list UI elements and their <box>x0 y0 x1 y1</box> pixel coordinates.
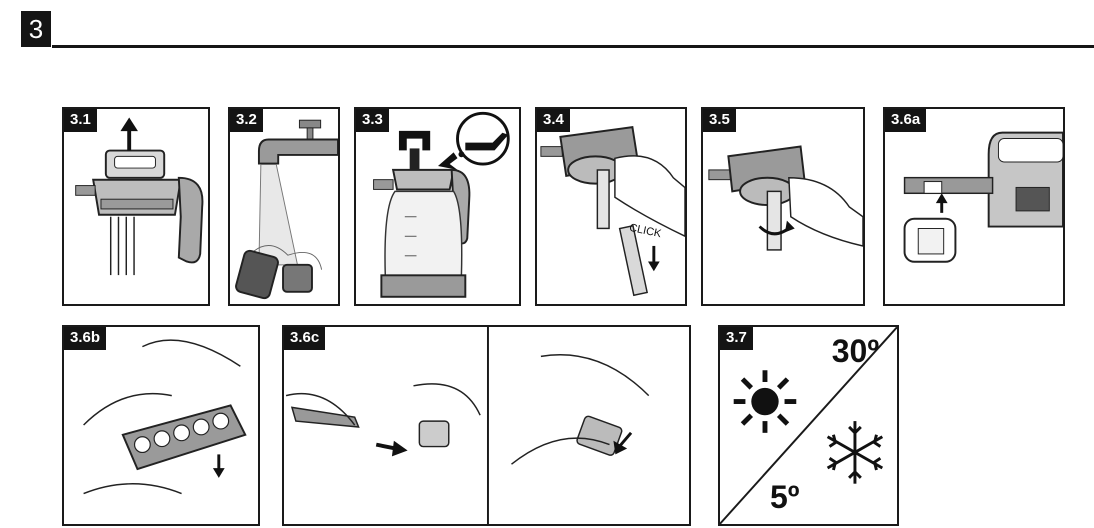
step-panel-3-7: 3.7 30º 5º <box>718 325 899 526</box>
step-label: 3.6a <box>885 109 927 132</box>
step-label: 3.4 <box>537 109 570 132</box>
filter-location-illustration <box>903 131 1063 263</box>
step-panel-3-5: 3.5 <box>701 107 865 306</box>
step-label: 3.6c <box>284 327 326 350</box>
min-temperature: 5º <box>770 479 800 515</box>
filter-replacement-illustration <box>285 327 650 524</box>
faucet-icon <box>257 119 338 165</box>
step-panel-3-1: 3.1 <box>62 107 210 306</box>
step-panel-3-6b: 3.6b <box>62 325 260 526</box>
sprayer-pump-illustration <box>75 117 204 276</box>
snowflake-icon <box>826 421 884 484</box>
step-panel-3-6a: 3.6a <box>883 107 1065 306</box>
valve-removal-illustration <box>540 126 685 297</box>
step-panel-3-2: 3.2 <box>228 107 340 306</box>
step-panel-3-4: 3.4 CLICK <box>535 107 687 306</box>
temperature-range-illustration <box>720 327 897 524</box>
step-label: 3.5 <box>703 109 736 132</box>
spare-filters-strip-illustration <box>83 339 247 495</box>
header-divider <box>52 45 1094 48</box>
step-panel-3-6c: 3.6c <box>282 325 691 526</box>
step-label: 3.6b <box>64 327 107 350</box>
step-label: 3.1 <box>64 109 97 132</box>
step-label: 3.3 <box>356 109 389 132</box>
oil-can-icon <box>456 111 510 166</box>
arrow-up-icon <box>120 117 138 151</box>
step-label: 3.2 <box>230 109 263 132</box>
step-panel-3-3: 3.3 <box>354 107 521 306</box>
faucet-rinse-illustration <box>235 119 338 300</box>
step-label: 3.7 <box>720 327 753 350</box>
valve-rotate-illustration <box>708 145 863 251</box>
sun-icon <box>733 370 797 433</box>
section-number-badge: 3 <box>21 11 51 47</box>
sprayer-fill-illustration <box>373 111 510 298</box>
max-temperature: 30º <box>831 333 879 369</box>
arrow-down-icon <box>648 245 660 272</box>
